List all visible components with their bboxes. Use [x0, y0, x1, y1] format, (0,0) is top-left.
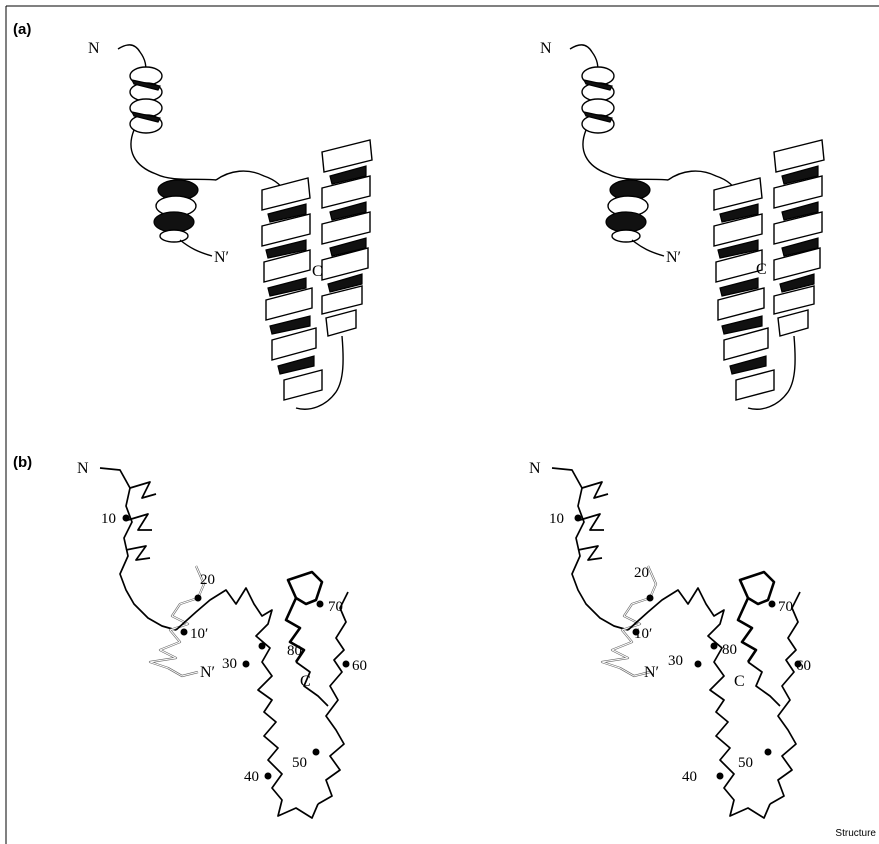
- c-alpha-trace-left: [100, 468, 350, 818]
- n-terminus-label: N: [88, 40, 100, 57]
- residue-20-dot: [195, 595, 202, 602]
- residue-30-dot: [243, 661, 250, 668]
- helix-3-ribbon: [322, 140, 372, 336]
- n-prime-terminus-label-b: N′: [200, 664, 215, 681]
- residue-label-60: 60: [352, 658, 367, 674]
- helix-n-prime-ribbon: [154, 180, 198, 242]
- n-terminal-trace: [100, 468, 176, 630]
- residue-label-80-stereo: 80: [722, 642, 737, 658]
- residue-label-20-stereo: 20: [634, 565, 649, 581]
- residue-label-20: 20: [200, 572, 215, 588]
- residue-70-dot: [317, 601, 324, 608]
- n-terminus-label-b: N: [77, 460, 89, 477]
- c-alpha-trace-right: [552, 468, 802, 818]
- residue-label-70: 70: [328, 599, 343, 615]
- residue-10-prime-dot: [181, 629, 188, 636]
- residue-label-40-stereo: 40: [682, 769, 697, 785]
- residue-label-70-stereo: 70: [778, 599, 793, 615]
- panel-a-label: (a): [13, 21, 31, 38]
- residue-label-10: 10: [101, 511, 116, 527]
- helix-2-ribbon: [262, 178, 322, 400]
- partner-chain-trace: [150, 566, 204, 676]
- residue-50-dot: [313, 749, 320, 756]
- c-terminus-label: C: [312, 263, 323, 280]
- journal-credit: Structure: [835, 828, 876, 839]
- panel-b-label: (b): [13, 454, 32, 471]
- c-terminus-label-b: C: [300, 673, 311, 690]
- residue-label-50: 50: [292, 755, 307, 771]
- n-prime-coil: [180, 240, 212, 256]
- residue-label-40: 40: [244, 769, 259, 785]
- residue-80-dot: [259, 643, 266, 650]
- residue-label-30-stereo: 30: [668, 653, 683, 669]
- ribbon-diagram-right: [570, 45, 824, 409]
- residue-label-10-stereo: 10: [549, 511, 564, 527]
- residue-40-dot: [265, 773, 272, 780]
- n-terminus-label-stereo: N: [540, 40, 552, 57]
- residue-label-30: 30: [222, 656, 237, 672]
- residue-label-60-stereo: 60: [796, 658, 811, 674]
- n-prime-terminus-label: N′: [214, 249, 229, 266]
- n-terminus-label-b-stereo: N: [529, 460, 541, 477]
- c-terminus-label-stereo: C: [756, 261, 767, 278]
- ribbon-diagram-left: [118, 45, 372, 409]
- loop-1-coil: [131, 130, 216, 180]
- helix-3-trace: [318, 592, 348, 804]
- n-prime-terminus-label-b-stereo: N′: [644, 664, 659, 681]
- helix-1-trace: [126, 482, 156, 560]
- residue-label-10-prime-stereo: 10′: [634, 626, 652, 642]
- helix-1-ribbon: [130, 67, 162, 133]
- n-prime-terminus-label-stereo: N′: [666, 249, 681, 266]
- residue-label-80: 80: [287, 643, 302, 659]
- residue-10-dot: [123, 515, 130, 522]
- residue-label-10-prime: 10′: [190, 626, 208, 642]
- c-terminus-label-b-stereo: C: [734, 673, 745, 690]
- residue-60-dot: [343, 661, 350, 668]
- residue-label-50-stereo: 50: [738, 755, 753, 771]
